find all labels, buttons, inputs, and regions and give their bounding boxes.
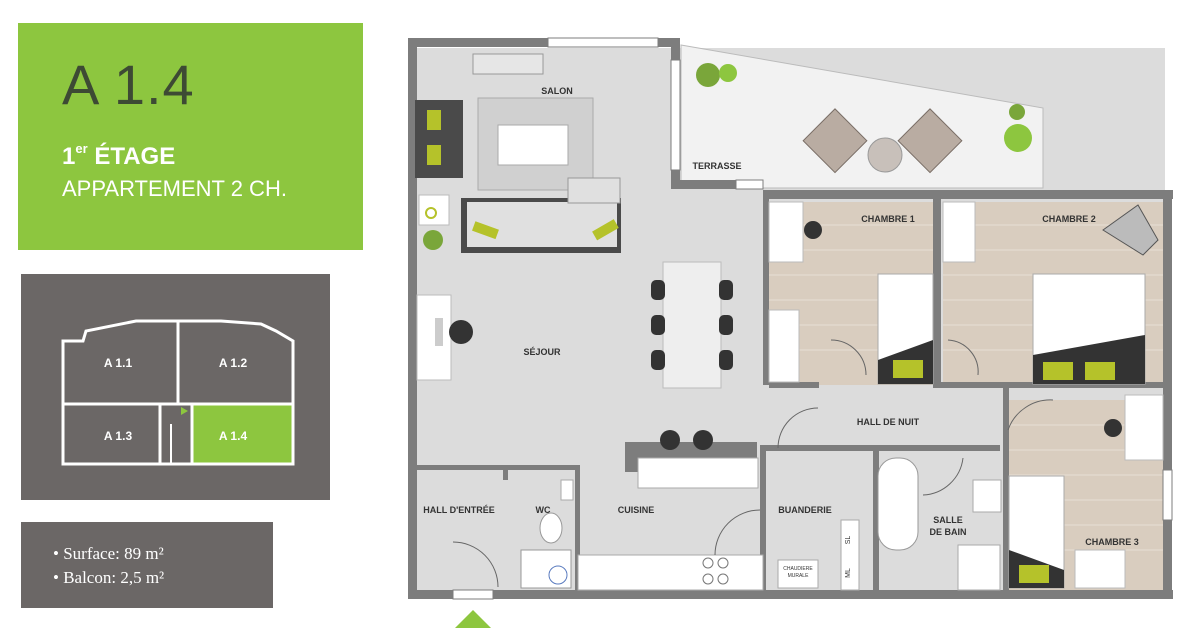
pillow xyxy=(1043,362,1073,380)
floor-label: 1er ÉTAGE xyxy=(62,141,176,171)
wc-sink xyxy=(560,479,574,501)
windows xyxy=(452,37,1173,600)
label-chaudiere-1: CHAUDIERE xyxy=(783,566,813,572)
floor-plan-drawing: SALON TERRASSE CHAMBRE 1 CHAMBRE 2 SÉJOU… xyxy=(408,37,1173,628)
walls xyxy=(408,38,1173,599)
floor-suffix: er xyxy=(75,141,88,156)
dining-chairs xyxy=(651,280,733,370)
keyplan-label-a13: A 1.3 xyxy=(104,429,133,443)
surface-line: • Surface: 89 m² xyxy=(53,544,164,564)
label-salle-bain-2: DE BAIN xyxy=(929,527,966,537)
door-swings xyxy=(452,339,1054,588)
label-salle-bain-1: SALLE xyxy=(933,515,963,525)
wardrobe xyxy=(942,201,976,263)
floor-word: ÉTAGE xyxy=(94,143,176,170)
unit-code: A 1.4 xyxy=(62,53,195,116)
plant-icon xyxy=(1009,104,1025,120)
label-chambre1: CHAMBRE 1 xyxy=(861,214,915,224)
keyplan-label-a11: A 1.1 xyxy=(104,356,133,370)
desk xyxy=(768,201,804,263)
desk xyxy=(416,294,452,381)
plant-icon xyxy=(696,63,720,87)
bullet: • xyxy=(53,544,59,563)
plant-icon xyxy=(423,230,443,250)
toilet-icon xyxy=(539,512,563,544)
dining-table xyxy=(662,261,722,389)
bath-sink xyxy=(972,479,1002,513)
plant-icon xyxy=(719,64,737,82)
label-salon: SALON xyxy=(541,86,573,96)
label-sejour: SÉJOUR xyxy=(523,347,561,357)
cooktop-icon xyxy=(702,557,729,585)
entrance-arrow-icon xyxy=(455,610,491,628)
coffee-table xyxy=(497,124,569,166)
surface-text: Surface: 89 m² xyxy=(63,544,164,563)
floor-keyplan: A 1.1 A 1.2 A 1.3 A 1.4 xyxy=(21,274,330,500)
apartment-type: APPARTEMENT 2 CH. xyxy=(62,176,287,201)
balcony-line: • Balcon: 2,5 m² xyxy=(53,568,164,588)
utility-cabinet xyxy=(840,519,860,591)
stool-icon xyxy=(660,430,680,450)
cushion xyxy=(427,110,441,130)
lounge-chair xyxy=(802,108,868,174)
cushion xyxy=(427,145,441,165)
lamp-icon xyxy=(425,207,437,219)
sofa-cushions xyxy=(467,202,617,247)
floor-number: 1 xyxy=(62,143,76,170)
laptop-icon xyxy=(435,318,443,346)
entrance-arrow-icon xyxy=(181,407,188,415)
label-wc: WC xyxy=(536,505,551,515)
floor-plan: SALON TERRASSE CHAMBRE 1 CHAMBRE 2 SÉJOU… xyxy=(403,30,1183,633)
pillow xyxy=(1019,565,1049,583)
keyplan-drawing: A 1.1 A 1.2 A 1.3 A 1.4 xyxy=(61,319,295,466)
unit-title-card xyxy=(18,23,363,250)
washing-machine xyxy=(520,549,572,589)
lounge-chair xyxy=(897,108,963,174)
label-ml: ML xyxy=(845,568,852,578)
chair-icon xyxy=(1104,419,1122,437)
pillow xyxy=(893,360,923,378)
chair-icon xyxy=(449,320,473,344)
tv-unit xyxy=(472,53,544,75)
dryer-icon xyxy=(548,565,568,585)
desk xyxy=(1124,394,1164,461)
label-chaudiere-2: MURALE xyxy=(788,573,810,579)
label-hall-entree: HALL D'ENTRÉE xyxy=(423,505,494,515)
kitchen-units xyxy=(577,554,764,591)
label-terrasse: TERRASSE xyxy=(692,161,741,171)
area-info-card: • Surface: 89 m² • Balcon: 2,5 m² xyxy=(21,522,273,608)
sofa-chaise xyxy=(567,177,621,204)
label-buanderie: BUANDERIE xyxy=(778,505,832,515)
chair-icon xyxy=(804,221,822,239)
plant-icon xyxy=(1004,124,1032,152)
keyplan-stairwell xyxy=(158,402,194,466)
balcony-text: Balcon: 2,5 m² xyxy=(63,568,165,587)
armchair xyxy=(1102,204,1159,256)
keyplan-label-a12: A 1.2 xyxy=(219,356,248,370)
pillow xyxy=(1085,362,1115,380)
kitchen-island xyxy=(637,457,759,489)
label-chambre2: CHAMBRE 2 xyxy=(1042,214,1096,224)
label-cuisine: CUISINE xyxy=(618,505,655,515)
bath-cabinet xyxy=(957,544,1001,591)
sofa-pillow xyxy=(592,219,619,241)
bathtub-icon xyxy=(877,457,919,551)
terrace-table xyxy=(867,137,903,173)
bullet: • xyxy=(53,568,59,587)
keyplan-unit-a14[interactable] xyxy=(190,402,295,466)
boiler xyxy=(777,559,819,589)
label-chambre3: CHAMBRE 3 xyxy=(1085,537,1139,547)
label-hall-nuit: HALL DE NUIT xyxy=(857,417,920,427)
keyplan-unit-a13[interactable] xyxy=(61,402,162,466)
sofa-pillow xyxy=(472,221,499,240)
terrace-area xyxy=(680,44,1044,189)
wardrobe xyxy=(1074,549,1126,589)
stool-icon xyxy=(693,430,713,450)
label-sl: SL xyxy=(845,536,852,545)
keyplan-label-a14: A 1.4 xyxy=(219,429,248,443)
wardrobe xyxy=(768,309,800,383)
